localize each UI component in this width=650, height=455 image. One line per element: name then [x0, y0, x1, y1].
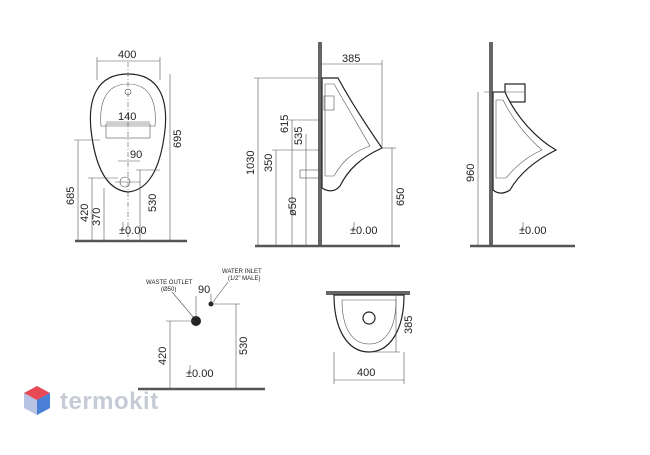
alt-side-view: 960 ±0.00 — [465, 42, 575, 248]
side-depth-label: 385 — [342, 53, 360, 65]
front-height-370-label: 370 — [91, 208, 103, 226]
front-total-height-label: 695 — [172, 130, 184, 148]
connections-offset-label: 90 — [198, 284, 210, 296]
drain-symbol — [362, 311, 376, 325]
side-height-1030-label: 1030 — [245, 151, 257, 175]
connections-height-530-label: 530 — [238, 337, 250, 355]
front-height-685-label: 685 — [65, 187, 77, 205]
side-floor-label: ±0.00 — [350, 225, 377, 237]
side-height-650-label: 650 — [395, 188, 407, 206]
top-width-label: 400 — [357, 367, 375, 379]
connections-floor-label: ±0.00 — [186, 368, 213, 380]
side-height-535-label: 535 — [293, 127, 305, 145]
front-height-420-label: 420 — [79, 204, 91, 222]
front-offset-label: 90 — [130, 149, 142, 161]
brand-name: termokit — [60, 388, 159, 415]
water-inlet-size-label: (1/2" MALE) — [228, 276, 260, 282]
alt-side-floor-label: ±0.00 — [519, 225, 546, 237]
front-floor-label: ±0.00 — [119, 225, 146, 237]
side-height-350-label: 350 — [263, 154, 275, 172]
waste-outlet-size-label: (Ø50) — [161, 287, 176, 293]
connections-height-420-label: 420 — [157, 347, 169, 365]
side-height-615-label: 615 — [279, 115, 291, 133]
side-view: 385 1030 615 535 350 ø50 650 ±0.00 — [245, 42, 407, 248]
waste-outlet-label: WASTE OUTLET — [146, 280, 193, 286]
front-view: 400 140 90 695 685 420 370 530 ±0.00 — [65, 49, 187, 243]
brand-logo-icon — [24, 386, 50, 415]
side-diameter-label: ø50 — [287, 197, 299, 216]
connections-view: WASTE OUTLET (Ø50) WATER INLET (1/2" MAL… — [138, 269, 265, 391]
front-inner-width-label: 140 — [118, 111, 136, 123]
top-view: 385 400 — [326, 291, 415, 384]
top-depth-label: 385 — [403, 316, 415, 334]
front-height-530-label: 530 — [147, 194, 159, 212]
alt-side-height-960-label: 960 — [465, 164, 477, 182]
water-inlet-label: WATER INLET — [222, 269, 262, 275]
front-width-label: 400 — [118, 49, 136, 61]
